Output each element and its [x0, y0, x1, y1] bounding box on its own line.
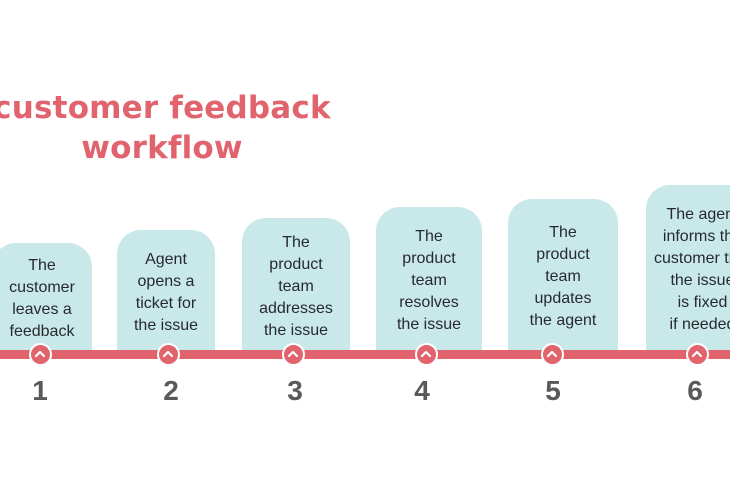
- chevron-up-icon: [157, 343, 180, 366]
- diagram-title: customer feedback workflow: [0, 88, 336, 168]
- step-number-6: 6: [687, 375, 703, 406]
- step-6-text: The agent informs the customer that the …: [654, 206, 730, 333]
- step-card-4: The product team resolves the issue: [376, 207, 482, 355]
- step-card-3: The product team addresses the issue: [242, 218, 350, 355]
- chevron-up-icon: [282, 343, 305, 366]
- step-number-4: 4: [414, 375, 430, 406]
- step-4-text: The product team resolves the issue: [396, 228, 462, 333]
- step-number-3: 3: [287, 375, 303, 406]
- title-line-1: customer feedback: [0, 90, 331, 126]
- step-5-text: The product team updates the agent: [529, 224, 597, 329]
- chevron-up-icon: [29, 343, 52, 366]
- step-number-2: 2: [163, 375, 179, 406]
- step-number-1: 1: [32, 375, 48, 406]
- step-card-1: The customer leaves a feedback: [0, 243, 92, 355]
- timeline-bar: [0, 350, 730, 359]
- chevron-up-icon: [541, 343, 564, 366]
- step-card-2: Agent opens a ticket for the issue: [117, 230, 215, 355]
- chevron-up-icon: [415, 343, 438, 366]
- title-line-2: workflow: [81, 130, 243, 166]
- step-card-5: The product team updates the agent: [508, 199, 618, 355]
- step-2-text: Agent opens a ticket for the issue: [133, 250, 199, 334]
- chevron-up-icon: [686, 343, 709, 366]
- step-3-text: The product team addresses the issue: [259, 233, 333, 339]
- step-card-6: The agent informs the customer that the …: [646, 185, 730, 355]
- step-1-text: The customer leaves a feedback: [9, 257, 75, 340]
- step-number-5: 5: [545, 375, 561, 406]
